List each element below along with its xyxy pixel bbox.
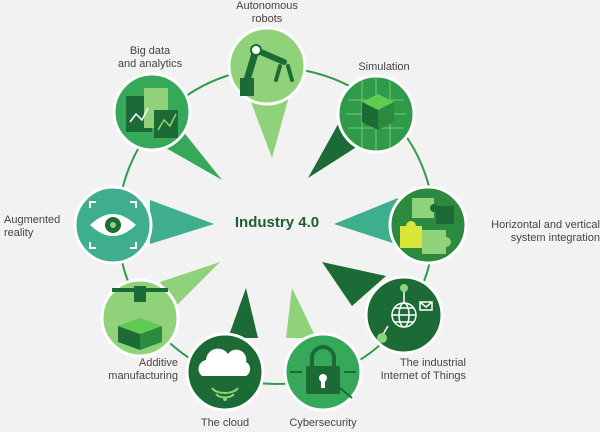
node-cybersecurity (283, 332, 363, 412)
node-simulation (336, 74, 416, 154)
pointer-system-integration (334, 198, 402, 246)
pointer-additive-manufacturing (160, 262, 220, 306)
padlock-icon (290, 345, 356, 399)
node-additive-manufacturing (100, 278, 180, 358)
label-simulation: Simulation (358, 61, 410, 73)
pointer-cybersecurity (286, 288, 316, 338)
pointer-industrial-iot (322, 262, 386, 306)
node-the-cloud (185, 332, 265, 412)
label-cybersecurity: Cybersecurity (289, 417, 357, 429)
puzzle-icon (400, 198, 454, 254)
label-the-cloud: The cloud (200, 417, 250, 429)
node-big-data (112, 72, 192, 152)
node-industrial-iot (364, 275, 444, 355)
diagram-title: Industry 4.0 (234, 214, 320, 231)
globe-network-icon (381, 290, 433, 337)
node-autonomous-robots (227, 26, 307, 106)
pointer-augmented-reality (150, 200, 214, 244)
pointer-the-cloud (228, 288, 258, 338)
cloud-icon (198, 348, 251, 401)
robot-arm-icon (240, 44, 294, 96)
data-documents-icon (126, 88, 178, 138)
node-augmented-reality (73, 185, 153, 265)
eye-icon (89, 201, 137, 249)
node-system-integration (388, 185, 468, 265)
3d-printer-icon (112, 286, 168, 350)
